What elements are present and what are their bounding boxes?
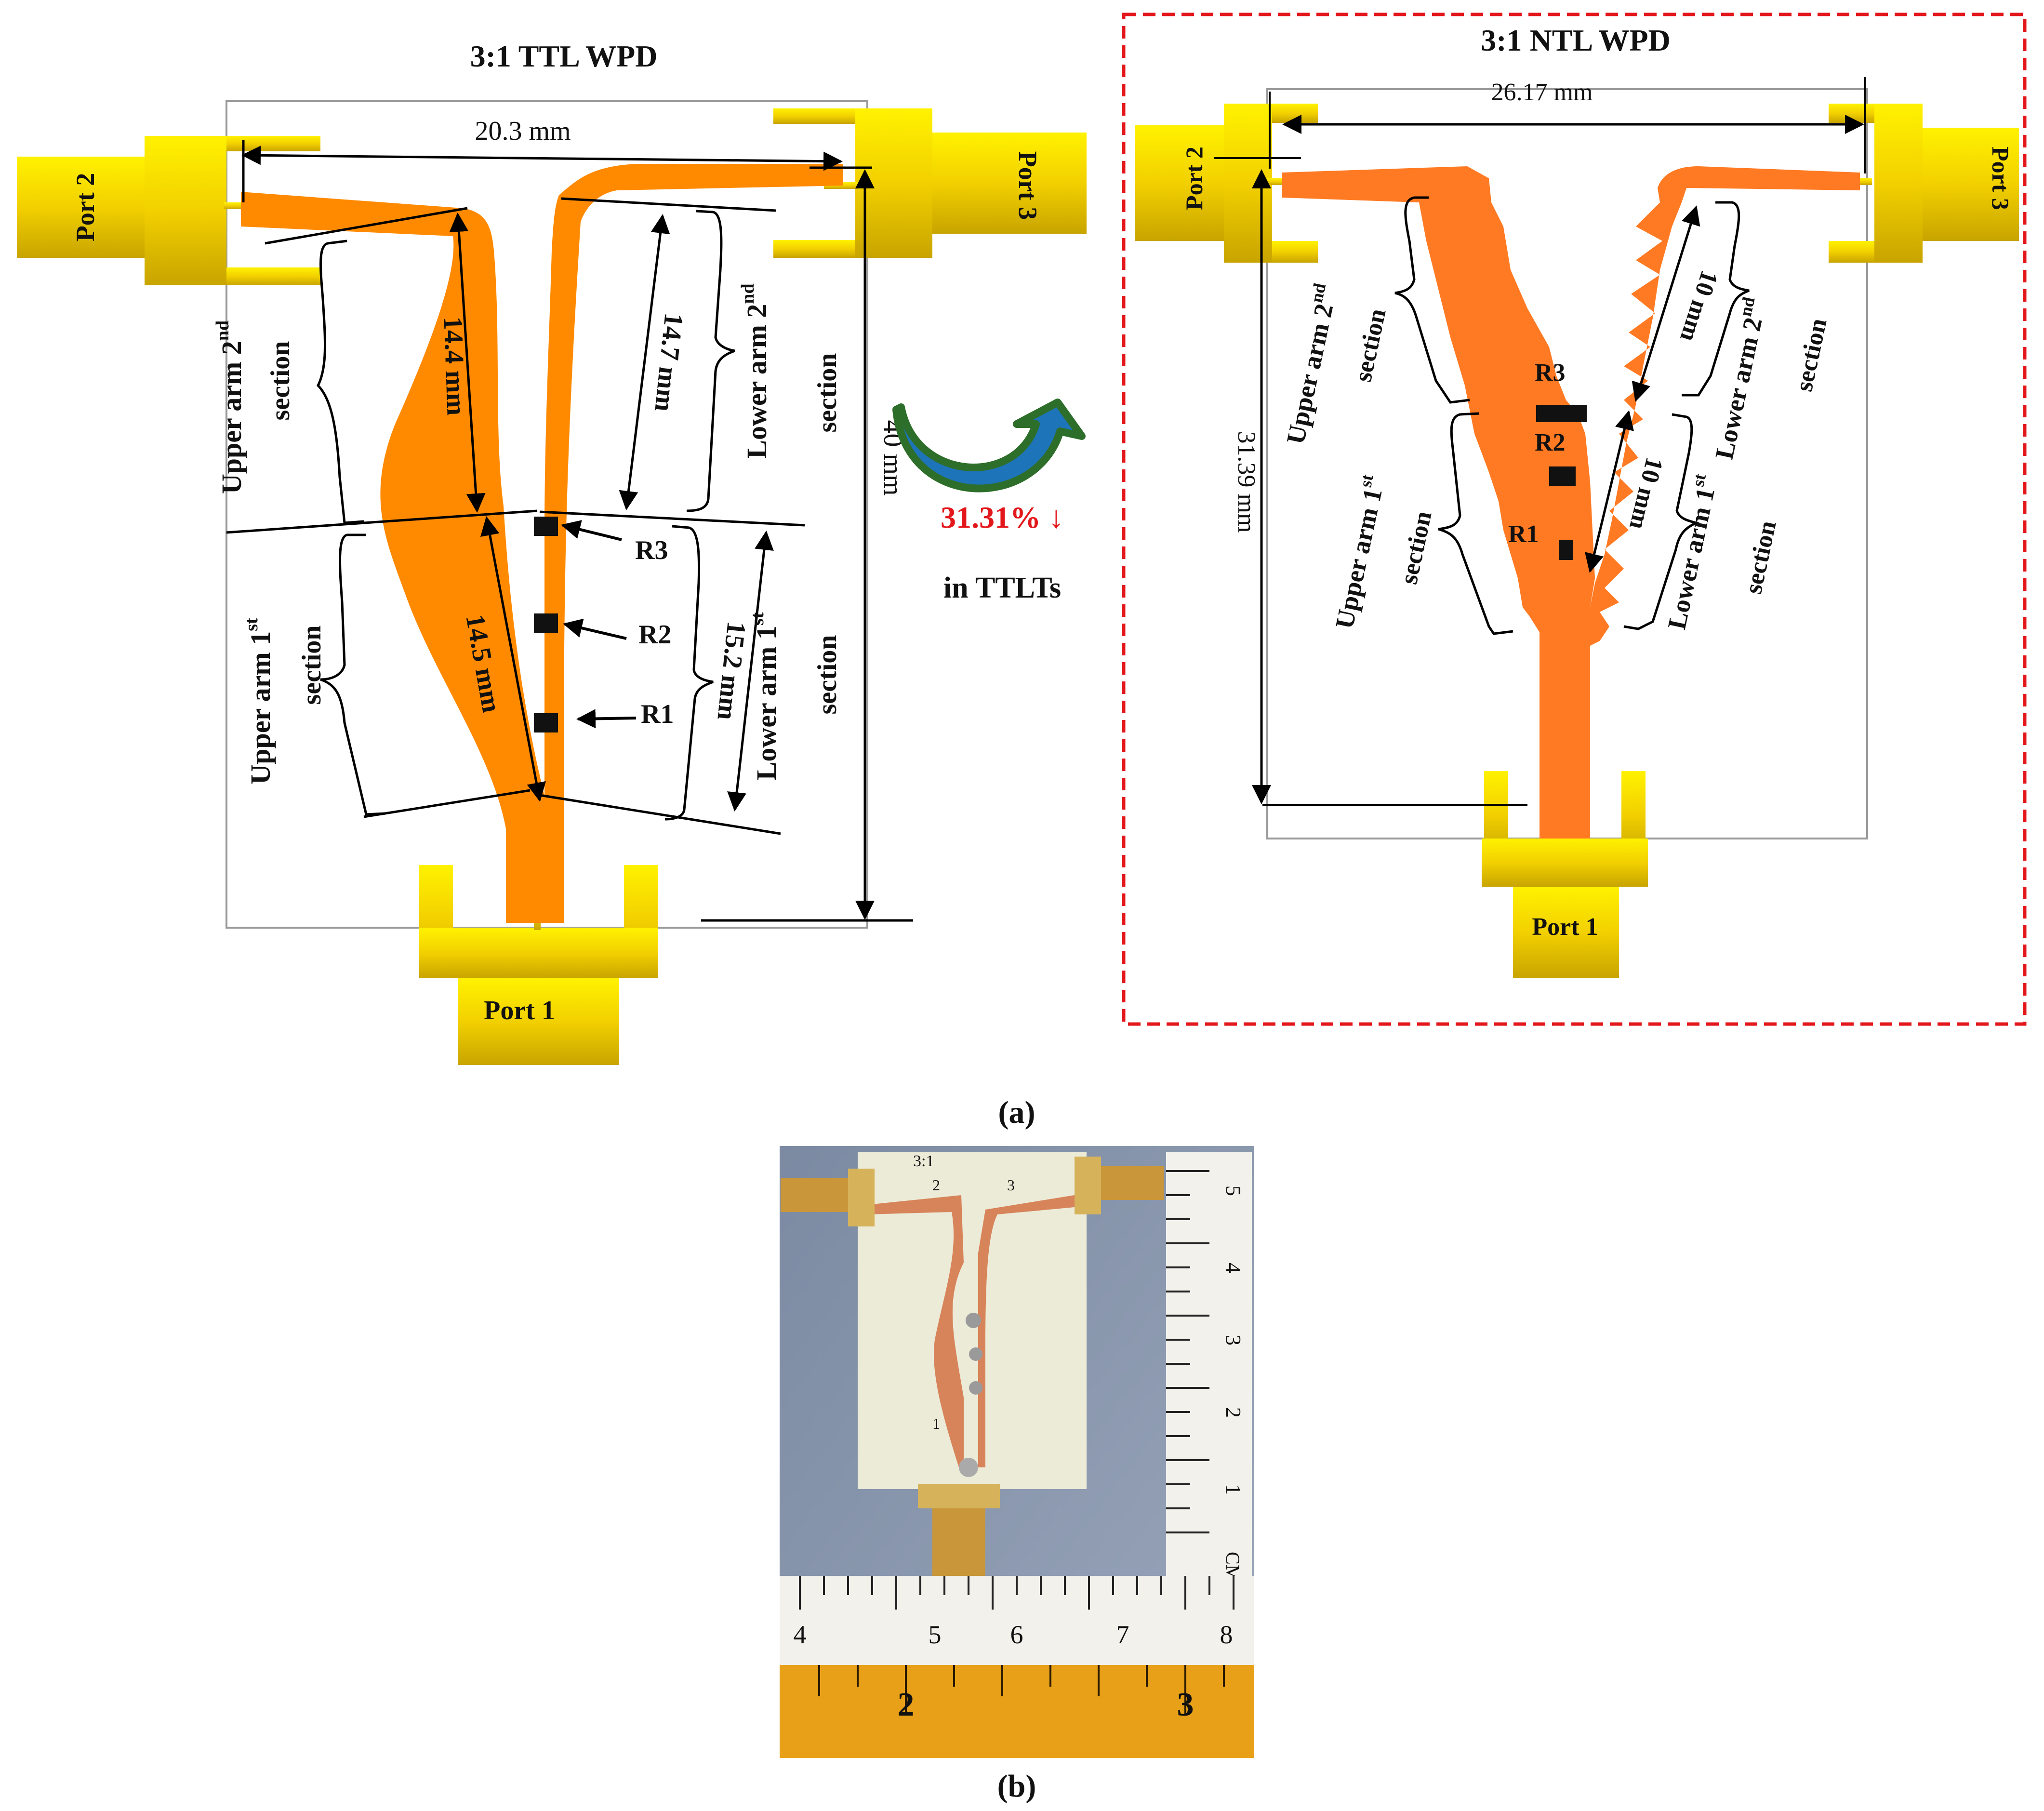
horizontal-ruler-ticks (799, 1576, 1234, 1610)
ntl-lower1-label: Lower arm 1st (1658, 472, 1723, 632)
ttl-r1-label: R1 (641, 699, 674, 729)
ttl-r3-arrow (561, 520, 622, 541)
ntl-r1-label: R1 (1508, 520, 1539, 548)
ntl-wpd-panel: 3:1 NTL WPD Port 2 Port 3 (1122, 13, 2027, 1026)
ttl-lower2-label: Lower arm 2nd (738, 283, 772, 458)
ntl-panel-border (1122, 13, 2027, 1026)
ntl-upper1-section: section (1395, 509, 1437, 587)
ntl-upper-arm-dim-label: 10 mm (1674, 267, 1723, 345)
ntl-resistor-r3 (1536, 405, 1587, 422)
ntl-r3-label: R3 (1535, 359, 1566, 386)
ttl-r1-arrow (576, 709, 637, 729)
ttl-wpd-panel: 3:1 TTL WPD Port 2 Port 3 (17, 39, 1087, 1065)
ntl-height-label: 31.39 mm (1233, 431, 1260, 533)
reduction-value: 31.31% ↓ (941, 500, 1064, 534)
ttl-upper2-label: Upper arm 2nd (212, 320, 247, 494)
reduction-note: in TTLTs (943, 572, 1061, 604)
ttl-brace-lower1 (664, 525, 714, 821)
fabricated-prototype-photo: 5 4 3 2 1 CM 3:1 2 3 1 (780, 1146, 1254, 1758)
inch-ruler (780, 1665, 1254, 1758)
ruler-v-5: 5 (1221, 1185, 1245, 1196)
ttl-upper1-section: section (297, 626, 327, 705)
ttl-lower1-label: Lower arm 1st (747, 612, 782, 780)
ruler-v-2: 2 (1221, 1407, 1245, 1418)
vertical-ruler (1166, 1152, 1252, 1585)
ruler-h-4: 4 (794, 1620, 807, 1649)
port-mark-1: 1 (932, 1415, 940, 1432)
ntl-brace-lower2 (1682, 201, 1750, 397)
ntl-port1-connector (1482, 766, 1648, 978)
ttl-upper2-section: section (265, 341, 295, 421)
ttl-port3-label: Port 3 (1013, 151, 1042, 220)
ttl-width-dim (241, 146, 843, 171)
ruler-h-5: 5 (929, 1620, 942, 1649)
ntl-port3-label: Port 3 (1987, 146, 2014, 210)
ttl-lower2-section: section (812, 353, 842, 433)
ttl-brace-upper2 (316, 240, 364, 524)
ntl-width-label: 26.17 mm (1491, 79, 1593, 106)
ttl-resistor-r1 (534, 713, 558, 732)
ntl-brace-upper1 (1438, 412, 1513, 635)
ttl-port2-label: Port 2 (71, 173, 100, 241)
ttl-brace-lower2 (686, 210, 735, 512)
ruler-v-3: 3 (1221, 1335, 1245, 1345)
reduction-indicator: 31.31% ↓ in TTLTs (892, 399, 1086, 604)
ntl-resistor-r2 (1549, 466, 1576, 486)
ttl-port3-connector (773, 108, 1087, 258)
ttl-brace-upper1 (320, 533, 386, 816)
ntl-lower2-section: section (1790, 316, 1832, 394)
ttl-port2-connector (17, 136, 320, 285)
ttl-upper2-dim (449, 213, 486, 513)
caption-b: (b) (997, 1769, 1036, 1804)
port-mark-3: 3 (1007, 1176, 1015, 1194)
curved-arrow-icon (892, 399, 1086, 493)
inch-ruler-3: 3 (1177, 1686, 1194, 1723)
ntl-resistor-r1 (1559, 540, 1573, 560)
ntl-lower1-section: section (1739, 519, 1782, 597)
ttl-lower2-dim (619, 214, 670, 510)
ntl-port2-label: Port 2 (1181, 146, 1208, 210)
ruler-h-6: 6 (1010, 1620, 1023, 1649)
ttl-upper2-dim-label: 14.4 mm (438, 316, 471, 416)
ttl-lower1-dim (727, 531, 774, 812)
ttl-resistor-r3 (534, 517, 558, 536)
ntl-brace-lower1 (1623, 413, 1700, 630)
ttl-title: 3:1 TTL WPD (470, 39, 658, 73)
port-mark-2: 2 (932, 1176, 940, 1194)
ttl-resistor-r2 (534, 613, 558, 633)
ttl-port1-connector (419, 865, 658, 1065)
ruler-v-4: 4 (1221, 1263, 1245, 1273)
ntl-r2-label: R2 (1535, 429, 1566, 456)
ttl-lower2-dim-label: 14.7 mm (649, 312, 689, 413)
ttl-lower1-section: section (812, 635, 842, 715)
ttl-traces (241, 164, 843, 923)
ruler-h-8: 8 (1220, 1620, 1233, 1649)
ntl-upper2-label: Upper arm 2nd (1277, 281, 1342, 447)
ntl-brace-upper2 (1394, 196, 1470, 404)
ttl-upper1-label: Upper arm 1st (241, 618, 276, 785)
ttl-width-label: 20.3 mm (475, 116, 571, 146)
ntl-upper1-label: Upper arm 1st (1326, 473, 1390, 631)
ttl-r2-arrow (563, 618, 627, 640)
ntl-title: 3:1 NTL WPD (1481, 23, 1671, 57)
ttl-r2-label: R2 (638, 620, 671, 650)
board-label: 3:1 (913, 1152, 934, 1170)
ntl-upper2-section: section (1349, 306, 1392, 385)
photo-connector-left (781, 1178, 860, 1212)
ntl-upper-arm-dim (1632, 205, 1700, 402)
ttl-r3-label: R3 (635, 535, 668, 565)
vertical-ruler-ticks (1166, 1170, 1209, 1533)
caption-a: (a) (998, 1095, 1035, 1130)
ruler-v-1: 1 (1221, 1484, 1245, 1495)
ntl-lower2-label: Lower arm 2nd (1706, 295, 1772, 462)
ruler-h-7: 7 (1116, 1620, 1129, 1649)
ntl-port3-connector (1812, 104, 2019, 263)
ttl-port1-label: Port 1 (484, 996, 555, 1025)
ntl-port1-label: Port 1 (1532, 913, 1598, 941)
ttl-upper1-dim (480, 516, 546, 802)
inch-ruler-2: 2 (898, 1686, 915, 1723)
ntl-lower-arm-dim (1585, 410, 1634, 573)
